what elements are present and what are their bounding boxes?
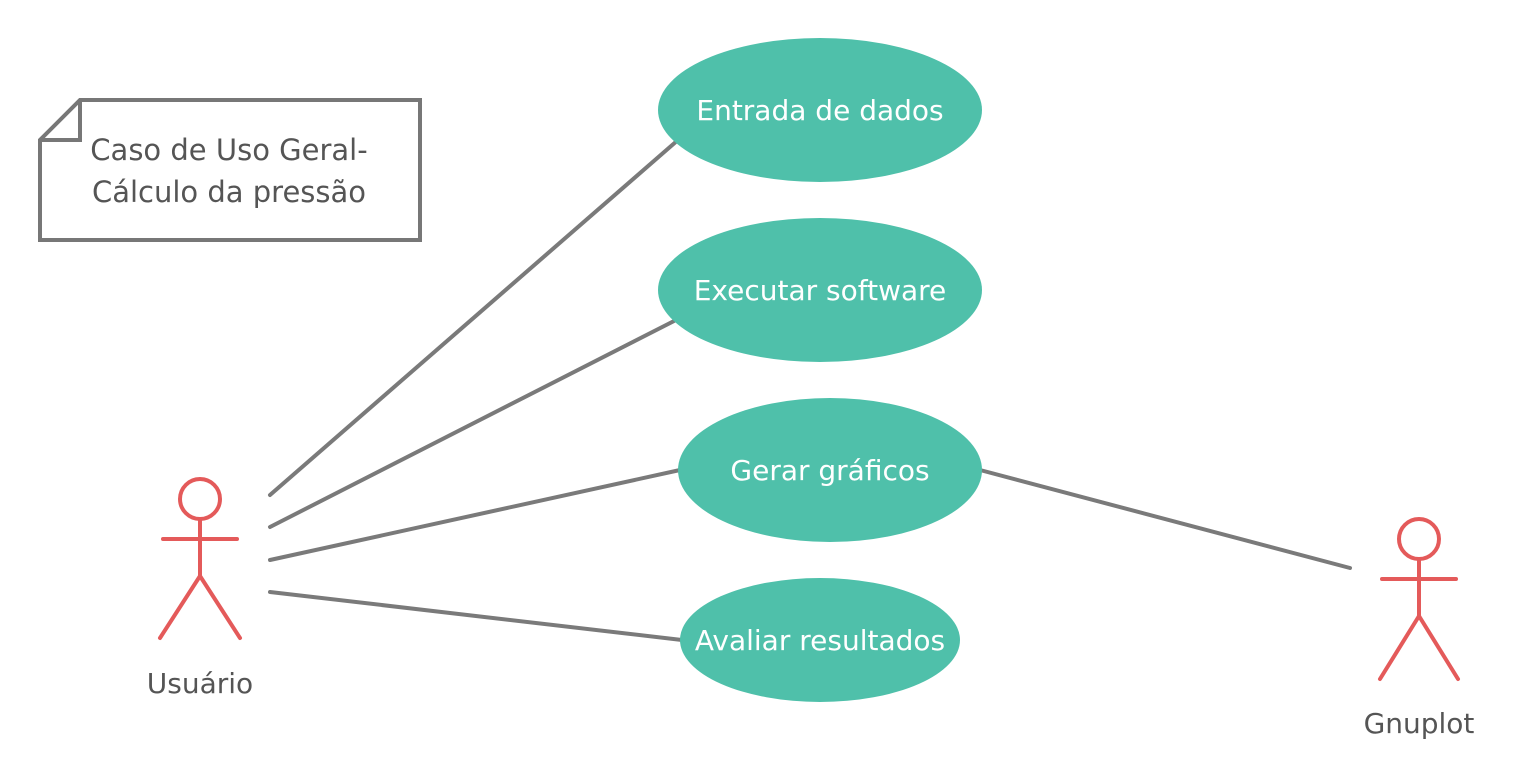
use-case-entrada-de-dados[interactable]: Entrada de dados (658, 38, 982, 182)
use-case-avaliar-resultados[interactable]: Avaliar resultados (680, 578, 960, 702)
note-fold (40, 100, 82, 142)
associations (268, 138, 1352, 642)
use-case-ellipse[interactable] (678, 398, 982, 542)
use-case-ellipse[interactable] (658, 38, 982, 182)
actor-leg-left (158, 574, 202, 640)
note-text-line1: Caso de Uso Geral- (90, 133, 367, 167)
use-case-executar-software[interactable]: Executar software (658, 218, 982, 362)
use-case-label: Entrada de dados (696, 94, 943, 127)
association-gerar-gnuplot (978, 468, 1352, 570)
actor-label-gnuplot: Gnuplot (1364, 707, 1475, 740)
association-usuario-gerar (268, 468, 682, 562)
association-usuario-executar (268, 318, 678, 529)
actor-leg-right (1417, 614, 1460, 681)
use-case-label: Avaliar resultados (695, 624, 945, 657)
use-case-ellipse[interactable] (658, 218, 982, 362)
actor-head (1397, 517, 1441, 561)
note: Caso de Uso Geral- Cálculo da pressão (38, 98, 422, 242)
use-case-label: Executar software (694, 274, 947, 307)
actor-head (178, 477, 222, 521)
use-case-label: Gerar gráficos (730, 454, 929, 487)
use-case-ellipse[interactable] (680, 578, 960, 702)
note-text-line2: Cálculo da pressão (92, 175, 366, 209)
actor-leg-right (198, 574, 242, 640)
association-usuario-avaliar (268, 590, 684, 642)
actor-leg-left (1378, 614, 1421, 681)
actor-label-usuario: Usuário (147, 667, 253, 700)
association-usuario-entrada (268, 138, 680, 497)
use-case-gerar-graficos[interactable]: Gerar gráficos (678, 398, 982, 542)
actor-usuario[interactable] (158, 477, 242, 640)
note-shape (38, 98, 422, 242)
actor-gnuplot[interactable] (1378, 517, 1460, 681)
